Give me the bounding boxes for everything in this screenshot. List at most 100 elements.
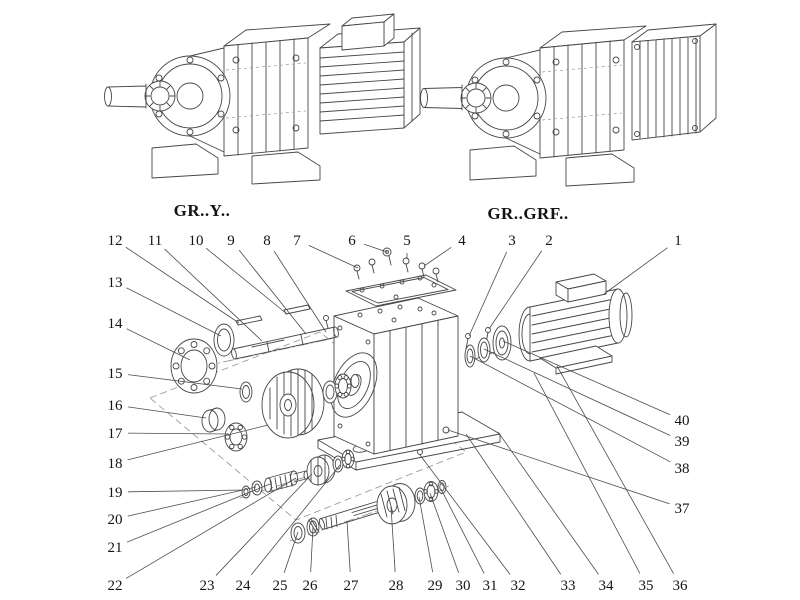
leader-line-23 (215, 473, 313, 576)
leader-line-6 (364, 243, 388, 253)
ball-bearing-large (170, 338, 218, 394)
model-label-left: GR..Y.. (174, 201, 231, 220)
model-label-right: GR..GRF.. (487, 204, 568, 223)
leader-line-13 (126, 287, 222, 337)
machine-right-drawing (420, 23, 717, 187)
callout-26: 26 (303, 578, 319, 594)
leader-line-22 (125, 477, 297, 579)
leader-line-27 (346, 520, 351, 573)
leader-line-26 (310, 526, 314, 573)
feet-left (151, 143, 321, 185)
callout-28: 28 (389, 578, 404, 594)
callout-38: 38 (675, 461, 690, 477)
leader-line-36 (556, 365, 674, 574)
leader-line-21 (126, 483, 271, 543)
output-shaft (319, 493, 407, 530)
brake-motor-drawing-right (631, 23, 717, 141)
callout-33: 33 (561, 578, 576, 594)
leader-line-19 (127, 489, 245, 493)
machine-left-drawing (104, 13, 421, 185)
leader-line-29 (418, 496, 434, 573)
callout-39: 39 (675, 434, 690, 450)
leader-line-11 (164, 248, 263, 342)
leader-line-1 (603, 247, 668, 295)
input-cover-and-bearing (170, 323, 235, 394)
leader-line-34 (497, 431, 599, 575)
leader-line-15 (127, 374, 243, 390)
callout-17: 17 (108, 426, 124, 442)
housing-bore (330, 352, 378, 418)
gear-bearing (334, 373, 352, 399)
leader-line-33 (465, 433, 562, 575)
feet-right (469, 145, 635, 187)
top-cover (345, 274, 457, 307)
leader-line-17 (127, 432, 230, 435)
leader-line-25 (283, 531, 299, 573)
leader-line-18 (127, 424, 269, 461)
bearing-2 (341, 449, 355, 469)
motor-drawing-left (319, 13, 421, 135)
callout-16: 16 (108, 398, 124, 414)
callout-3: 3 (508, 233, 516, 249)
leader-line-37 (447, 429, 670, 505)
base-bolt (417, 449, 423, 455)
gear-housing-left (189, 23, 331, 157)
callout-29: 29 (428, 578, 443, 594)
callout-12: 12 (108, 233, 123, 249)
output-shaft-left (104, 80, 176, 112)
leader-line-12 (125, 246, 240, 324)
leader-line-38 (469, 355, 671, 463)
callout-25: 25 (273, 578, 288, 594)
callout-19: 19 (108, 485, 123, 501)
leader-line-10 (205, 247, 288, 315)
output-shaft-right (420, 82, 492, 114)
callout-15: 15 (108, 366, 123, 382)
callout-21: 21 (108, 540, 123, 556)
ball-bearing-small (224, 422, 248, 452)
leader-line-14 (126, 328, 191, 361)
callout-30: 30 (456, 578, 471, 594)
leader-line-28 (390, 506, 396, 573)
exploded-view (149, 247, 633, 544)
callout-13: 13 (108, 275, 123, 291)
callout-4: 4 (458, 233, 466, 249)
splined-pinion (267, 470, 295, 493)
leader-line-32 (419, 454, 511, 575)
callout-31: 31 (483, 578, 498, 594)
callout-9: 9 (227, 233, 235, 249)
callout-11: 11 (148, 233, 162, 249)
leader-line-35 (533, 372, 641, 574)
leader-line-39 (483, 348, 671, 436)
leader-line-4 (423, 247, 452, 267)
callout-1: 1 (674, 233, 682, 249)
oil-seal (477, 337, 491, 363)
callout-24: 24 (236, 578, 252, 594)
callout-32: 32 (511, 578, 526, 594)
callout-8: 8 (263, 233, 271, 249)
spacer-ring (239, 381, 253, 403)
gear-housing-right (505, 25, 647, 159)
leader-line-40 (502, 340, 671, 416)
gear-cluster (201, 368, 360, 452)
leader-line-9 (238, 249, 307, 335)
callout-18: 18 (108, 456, 123, 472)
callout-37: 37 (675, 501, 691, 517)
callout-36: 36 (673, 578, 689, 594)
leader-line-16 (127, 406, 207, 419)
end-cover (213, 323, 235, 357)
callout-27: 27 (344, 578, 360, 594)
washer-1 (241, 485, 251, 499)
callout-20: 20 (108, 512, 123, 528)
fan-cowl (619, 292, 633, 338)
callout-34: 34 (599, 578, 615, 594)
leader-line-8 (273, 250, 327, 333)
output-shaft-assembly (290, 480, 447, 544)
leader-line-24 (250, 464, 341, 576)
callout-10: 10 (189, 233, 204, 249)
callout-40: 40 (675, 413, 690, 429)
callout-14: 14 (108, 316, 124, 332)
leader-line-20 (127, 486, 257, 517)
